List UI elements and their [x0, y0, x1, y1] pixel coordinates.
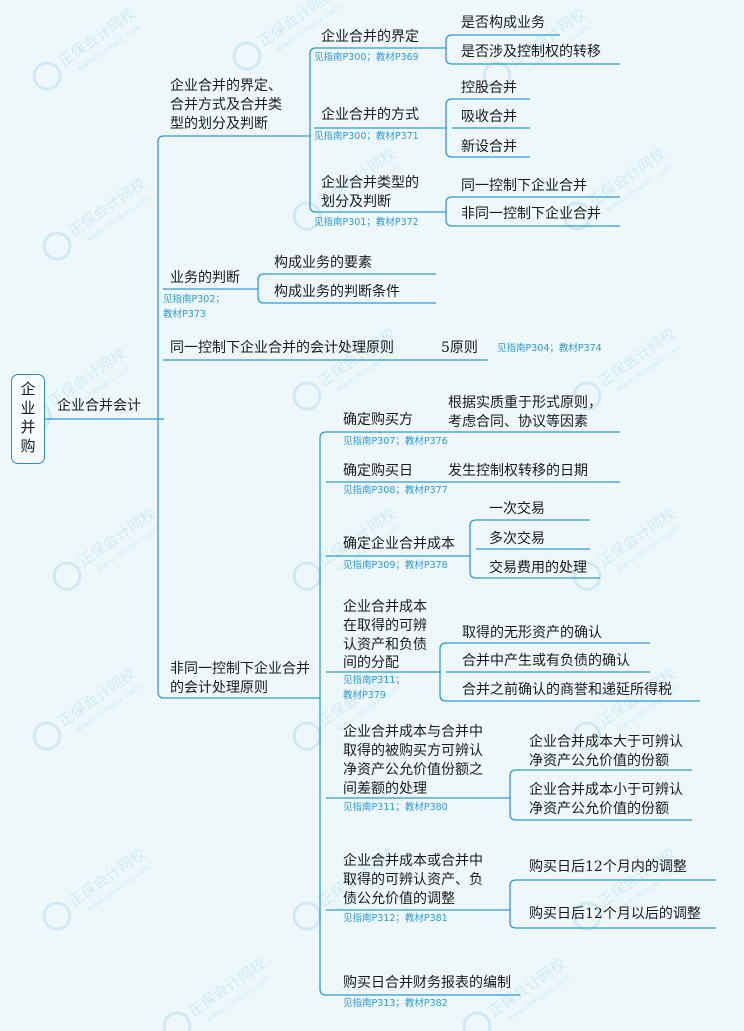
- b4-s7-ref: 见指南P313；教材P382: [343, 998, 448, 1009]
- b2-leaf-2: 构成业务的判断条件: [274, 284, 400, 300]
- b4-spine: [319, 431, 327, 996]
- b4-s5-leaf-2-line-2: 净资产公允价值的份额: [529, 801, 669, 817]
- b4-s1-leaf-line-1: 根据实质重于形式原则，: [448, 395, 602, 411]
- b2-ref-line-2: 教材P373: [163, 309, 206, 320]
- b4-s6-spine: [509, 879, 517, 929]
- b2-title: 业务的判断: [170, 270, 240, 286]
- b4-s5-ref: 见指南P311；教材P380: [343, 802, 448, 813]
- b2-leaf-1: 构成业务的要素: [274, 255, 372, 271]
- b4-title-line-1: 非同一控制下企业合并: [170, 661, 310, 677]
- b4-s3-leaf-1: 一次交易: [489, 501, 545, 517]
- b1-s1-spine: [445, 34, 453, 65]
- b4-s1-title: 确定购买方: [343, 412, 413, 428]
- b1-s2-leaf-2: 吸收合并: [461, 109, 517, 125]
- b4-s5-spine: [509, 769, 517, 821]
- b2-spine: [257, 273, 265, 304]
- b4-s3-spine: [469, 519, 477, 579]
- b4-s4-title-line-3: 认资产和负债: [343, 637, 427, 653]
- b4-s6-title-line-2: 取得的可辨认资产、负: [343, 872, 483, 888]
- b4-s3-ref: 见指南P309；教材P378: [343, 560, 448, 571]
- b4-s4-spine: [439, 642, 447, 702]
- b4-s4-leaf-1: 取得的无形资产的确认: [462, 625, 602, 641]
- b4-s4-title-line-1: 企业合并成本: [343, 599, 427, 615]
- b1-s3-title-line-2: 划分及判断: [321, 194, 391, 210]
- b1-s3-title-line-1: 企业合并类型的: [321, 175, 419, 191]
- b1-s3-leaf-1: 同一控制下企业合并: [461, 178, 587, 194]
- b4-s5-leaf-1-line-1: 企业合并成本大于可辨认: [529, 734, 683, 750]
- root-char-2: 业: [20, 399, 36, 417]
- b1-s2-spine: [445, 98, 453, 158]
- b4-s2-ref: 见指南P308；教材P377: [343, 485, 448, 496]
- b4-s4-leaf-3: 合并之前确认的商誉和递延所得税: [462, 682, 672, 698]
- b1-s3-leaf-2: 非同一控制下企业合并: [461, 206, 601, 222]
- b1-s2-ref: 见指南P300；教材P371: [314, 131, 419, 142]
- b4-s4-title-line-2: 在取得的可辨: [343, 618, 427, 634]
- b4-s5-leaf-1-line-2: 净资产公允价值的份额: [529, 753, 669, 769]
- b1-s1-leaf-2: 是否涉及控制权的转移: [461, 44, 601, 60]
- b4-s3-leaf-2: 多次交易: [489, 531, 545, 547]
- b3-title: 同一控制下企业合并的会计处理原则: [170, 340, 394, 356]
- b1-s1-leaf-1: 是否构成业务: [461, 15, 545, 31]
- b1-s1-title: 企业合并的界定: [321, 29, 419, 45]
- b4-s5-title-line-3: 净资产公允价值份额之: [343, 762, 483, 778]
- b4-s4-ref-line-1: 见指南P311；: [343, 675, 405, 686]
- b1-spine: [309, 47, 317, 213]
- b4-s4-leaf-2: 合并中产生或有负债的确认: [462, 653, 630, 669]
- root-node-label: 企 业 并 购: [11, 380, 45, 456]
- b1-s3-spine: [445, 196, 453, 227]
- b4-s6-leaf-1: 购买日后12个月内的调整: [529, 859, 687, 875]
- b4-s5-leaf-2-line-1: 企业合并成本小于可辨认: [529, 782, 683, 798]
- b4-s6-title-line-3: 债公允价值的调整: [343, 891, 455, 907]
- b4-title-line-2: 的会计处理原则: [170, 680, 268, 696]
- root-char-4: 购: [20, 437, 36, 455]
- b1-title-line-1: 企业合并的界定、: [170, 78, 282, 94]
- b1-s2-leaf-1: 控股合并: [461, 80, 517, 96]
- b3-leaf: 5原则: [441, 340, 478, 356]
- b2-ref-line-1: 见指南P302；: [163, 294, 225, 305]
- b4-s1-ref: 见指南P307；教材P376: [343, 436, 448, 447]
- b4-s5-title-line-1: 企业合并成本与合并中: [343, 724, 483, 740]
- b4-s5-title-line-2: 取得的被购买方可辨认: [343, 743, 483, 759]
- b4-s6-title-line-1: 企业合并成本或合并中: [343, 853, 483, 869]
- main-spine: [157, 135, 165, 699]
- level1-node: 企业合并会计: [57, 398, 141, 414]
- b4-s5-title-line-4: 间差额的处理: [343, 781, 427, 797]
- b4-s7-title: 购买日合并财务报表的编制: [343, 975, 511, 991]
- b4-s4-ref-line-2: 教材P379: [343, 690, 386, 701]
- b4-s3-leaf-3: 交易费用的处理: [489, 560, 587, 576]
- b3-ref: 见指南P304；教材P374: [497, 343, 602, 354]
- root-node-box: [11, 374, 45, 464]
- b1-s2-title: 企业合并的方式: [321, 107, 419, 123]
- b1-title-line-3: 型的划分及判断: [170, 116, 268, 132]
- b1-title-line-2: 合并方式及合并类: [170, 97, 282, 113]
- b1-s2-leaf-3: 新设合并: [461, 139, 517, 155]
- b4-s6-leaf-2: 购买日后12个月以后的调整: [529, 906, 701, 922]
- b4-s1-leaf-line-2: 考虑合同、协议等因素: [448, 414, 588, 430]
- b4-s2-title: 确定购买日: [343, 463, 413, 479]
- b4-s2-leaf: 发生控制权转移的日期: [448, 463, 588, 479]
- b4-s3-title: 确定企业合并成本: [343, 536, 455, 552]
- root-char-3: 并: [20, 418, 36, 436]
- b4-s4-title-line-4: 间的分配: [343, 655, 399, 671]
- root-char-1: 企: [20, 380, 36, 398]
- b4-s6-ref: 见指南P312；教材P381: [343, 913, 448, 924]
- b1-s3-ref: 见指南P301；教材P372: [314, 217, 419, 228]
- b1-s1-ref: 见指南P300；教材P369: [314, 52, 419, 63]
